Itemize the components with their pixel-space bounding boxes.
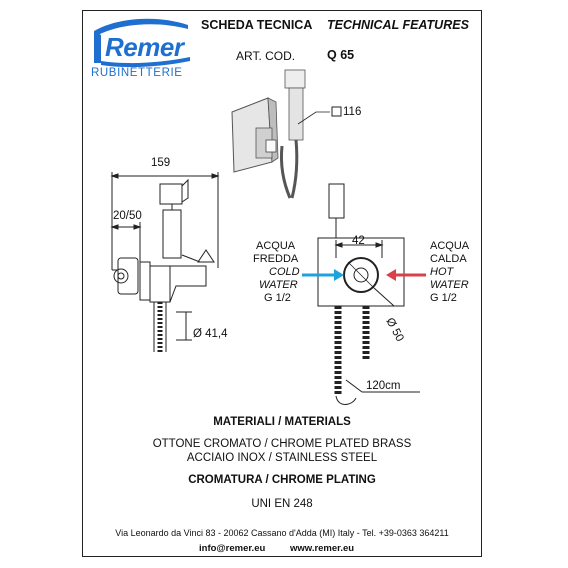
- plate-leader-line: [297, 111, 330, 125]
- square-symbol-icon: [331, 106, 342, 117]
- cold-label-l1: ACQUA: [256, 240, 296, 252]
- hot-label-l2: CALDA: [430, 253, 467, 265]
- art-cod-label: ART. COD.: [236, 49, 296, 63]
- hose-length-label: 120cm: [366, 380, 401, 392]
- logo-subtitle: RUBINETTERIE: [91, 67, 183, 79]
- cold-label-l4: WATER: [259, 279, 298, 291]
- footer-website[interactable]: www.remer.eu: [290, 543, 355, 554]
- logo-word: Remer: [105, 32, 184, 62]
- front-width-label: 42: [352, 235, 365, 247]
- materials-line-2: ACCIAIO INOX / STAINLESS STEEL: [186, 452, 378, 464]
- hot-label-l1: ACQUA: [430, 240, 470, 252]
- cold-label-l2: FREDDA: [253, 253, 299, 265]
- side-view-drawing: [110, 172, 220, 352]
- scheda-tecnica-title: SCHEDA TECNICA: [201, 18, 313, 32]
- hot-label-l5: G 1/2: [430, 292, 457, 304]
- materials-line-1: OTTONE CROMATO / CHROME PLATED BRASS: [152, 438, 412, 450]
- cold-label-l3: COLD: [269, 266, 300, 278]
- plate-size-label: 116: [343, 106, 362, 118]
- footer-address: Via Leonardo da Vinci 83 - 20062 Cassano…: [115, 528, 449, 538]
- logo-swoosh: [94, 18, 190, 68]
- art-cod-value: Q 65: [327, 48, 355, 62]
- brand-logo: Remer RUBINETTERIE: [88, 13, 194, 91]
- side-offset-label: 20/50: [113, 210, 142, 222]
- side-diameter-label: Ø 41,4: [193, 328, 228, 340]
- hot-water-arrow: [386, 269, 426, 281]
- front-view-drawing: [317, 183, 420, 405]
- standard-label: UNI EN 248: [251, 498, 313, 510]
- hot-label-l4: WATER: [430, 279, 469, 291]
- cold-label-l5: G 1/2: [264, 292, 291, 304]
- materials-heading: MATERIALI / MATERIALS: [213, 416, 351, 428]
- technical-features-title: TECHNICAL FEATURES: [327, 18, 469, 32]
- product-photo: [231, 69, 306, 199]
- footer-email[interactable]: info@remer.eu: [199, 543, 266, 554]
- plating-heading: CROMATURA / CHROME PLATING: [188, 474, 376, 486]
- hot-label-l3: HOT: [430, 266, 454, 278]
- cold-water-arrow: [302, 269, 344, 281]
- side-width-label: 159: [151, 157, 171, 169]
